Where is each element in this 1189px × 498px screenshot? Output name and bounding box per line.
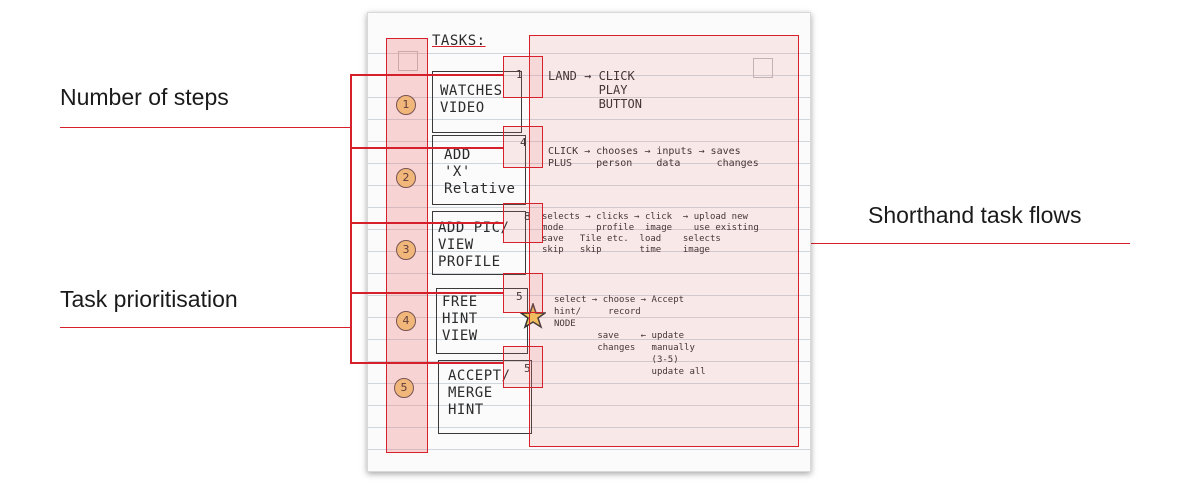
task-flow-3: selects → clicks → click → upload new mo… [542,212,759,255]
step-box-4 [503,273,543,313]
task-box-5 [438,360,532,434]
task-flow-1: LAND → CLICK PLAY BUTTON [548,69,642,111]
label-number-of-steps: Number of steps [60,84,229,110]
steps-connector-5 [350,362,503,364]
steps-connector-vertical [350,74,352,363]
task-steps-3: 8 [524,210,531,223]
task-steps-4: 5 [516,290,523,303]
label-shorthand-task-flows: Shorthand task flows [868,202,1082,228]
priority-badge-5: 5 [394,378,414,398]
steps-connector-4 [350,292,503,294]
task-flow-4: select → choose → Accept hint/ record NO… [554,295,706,377]
notebook-corner-box-left [398,51,418,71]
label-prioritisation-underline [60,327,350,328]
task-box-3 [432,211,526,275]
prioritisation-highlight-column [386,38,428,453]
steps-connector-1 [350,74,503,76]
star-icon [520,303,546,329]
task-flow-2: CLICK → chooses → inputs → saves PLUS pe… [548,146,759,169]
steps-connector-2 [350,147,503,149]
task-steps-1: 1 [516,68,523,81]
tasks-heading: TASKS: [432,33,486,49]
priority-badge-3: 3 [396,240,416,260]
step-box-5 [503,346,543,388]
label-flows-underline [796,243,1130,244]
task-box-1 [432,71,522,133]
task-name-5: ACCEPT/ MERGE HINT [448,368,511,418]
steps-connector-3 [350,222,503,224]
task-name-2: ADD 'X' Relative [444,147,516,197]
notebook-corner-box-right [753,58,773,78]
task-name-4: FREE HINT VIEW [442,294,478,344]
label-task-prioritisation: Task prioritisation [60,286,238,312]
priority-badge-2: 2 [396,168,416,188]
task-steps-2: 4 [520,136,527,149]
step-box-3 [503,203,543,243]
task-name-3: ADD PIC/ VIEW PROFILE [438,220,510,270]
step-box-1 [503,56,543,98]
task-flows-highlight-area [529,35,799,447]
priority-badge-4: 4 [396,311,416,331]
priority-badge-1: 1 [396,95,416,115]
step-box-2 [503,126,543,168]
task-steps-5: 5 [524,362,531,375]
label-steps-underline [60,127,350,128]
task-name-1: WATCHES VIDEO [440,83,503,116]
task-box-2 [432,135,526,205]
notebook-page: TASKS: WATCHES VIDEO ADD 'X' Relative AD… [367,12,811,472]
